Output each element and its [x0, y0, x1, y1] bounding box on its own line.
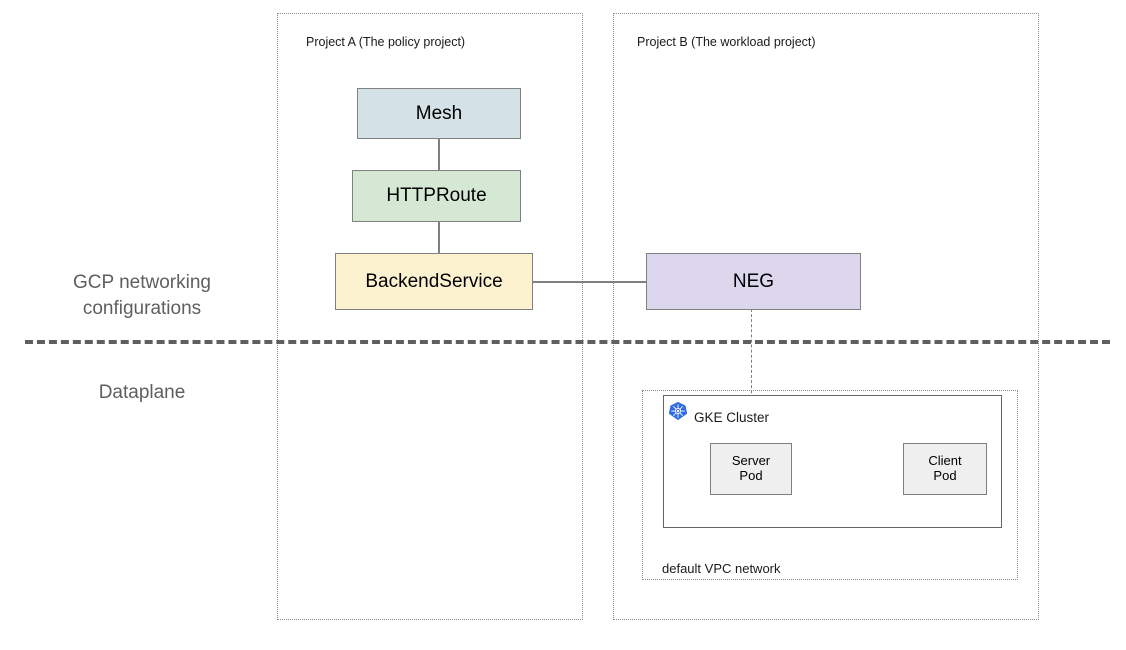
- gke-cluster-label: GKE Cluster: [694, 410, 770, 425]
- node-client-pod-label: Client Pod: [928, 453, 962, 483]
- node-client-pod[interactable]: Client Pod: [903, 443, 987, 495]
- node-server-pod-label: Server Pod: [731, 453, 771, 483]
- node-backendservice[interactable]: BackendService: [335, 253, 533, 310]
- control-plane-label: GCP networking configurations: [73, 272, 211, 319]
- vpc-network-label: default VPC network: [662, 561, 781, 576]
- plane-divider: [25, 340, 1110, 344]
- edge-neg-server-pod: [751, 309, 752, 444]
- edge-httproute-backendservice: [438, 221, 440, 254]
- edge-backendservice-neg: [532, 281, 647, 283]
- edge-mesh-httproute: [438, 138, 440, 171]
- node-mesh[interactable]: Mesh: [357, 88, 521, 139]
- node-neg-label: NEG: [732, 270, 775, 292]
- project-b-container: [613, 13, 1039, 620]
- vpc-network-container: [642, 390, 1018, 580]
- node-httproute[interactable]: HTTPRoute: [352, 170, 521, 222]
- node-mesh-label: Mesh: [415, 102, 463, 124]
- project-a-container: [277, 13, 583, 620]
- node-httproute-label: HTTPRoute: [386, 185, 487, 207]
- node-server-pod[interactable]: Server Pod: [710, 443, 792, 495]
- node-backendservice-label: BackendService: [365, 270, 503, 292]
- project-b-label: Project B (The workload project): [637, 35, 816, 49]
- kubernetes-icon: [668, 401, 688, 421]
- node-neg[interactable]: NEG: [646, 253, 861, 310]
- dataplane-label: Dataplane: [98, 382, 186, 403]
- project-a-label: Project A (The policy project): [306, 35, 466, 49]
